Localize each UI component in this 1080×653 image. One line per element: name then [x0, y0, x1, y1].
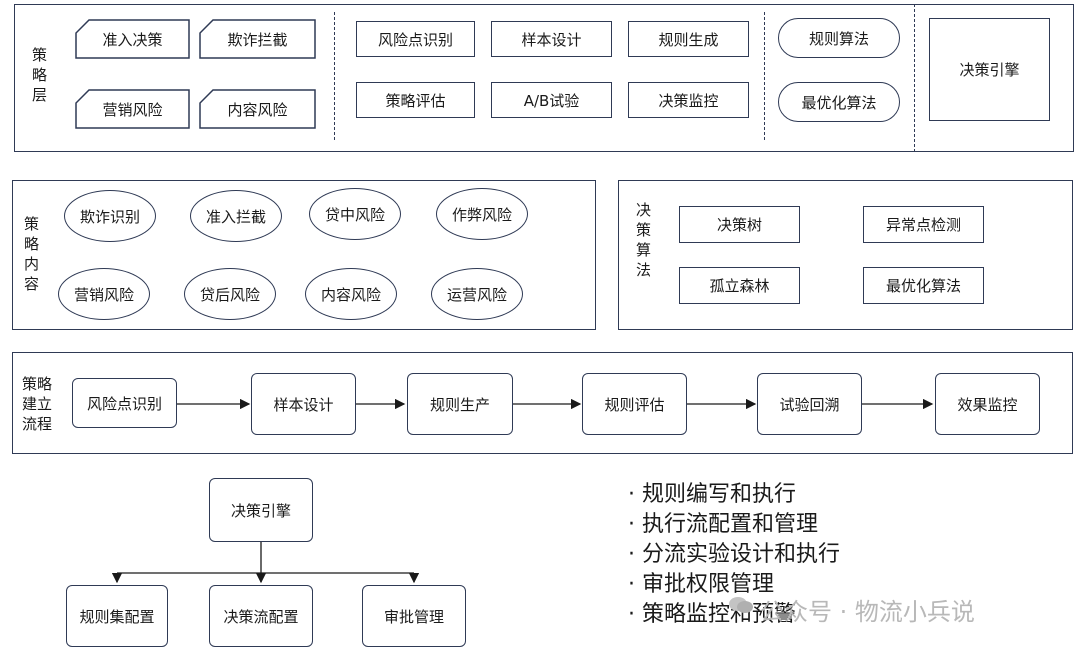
scene-label: 内容风险 — [227, 100, 288, 119]
feature-item: · 策略监控和预警 — [628, 602, 796, 627]
watermark: 公众号 · 物流小兵说 — [760, 598, 975, 626]
build-flow-panel — [12, 352, 1073, 454]
decision-engine-box: 决策引擎 — [929, 18, 1050, 121]
engine-root-box: 决策引擎 — [209, 478, 313, 542]
strategy-layer-label: 策略层 — [32, 46, 48, 104]
feature-item: · 执行流配置和管理 — [628, 512, 818, 537]
feature-item: · 分流实验设计和执行 — [628, 542, 840, 567]
scene-box-fraud: 欺诈拦截 — [199, 19, 316, 59]
content-item: 欺诈识别 — [64, 190, 156, 242]
engine-child-box: 规则集配置 — [66, 585, 168, 647]
feature-list: · 规则编写和执行 · 执行流配置和管理 · 分流实验设计和执行 · 审批权限管… — [628, 480, 840, 630]
algorithm-box: 决策树 — [679, 206, 800, 243]
scene-box-content: 内容风险 — [199, 89, 316, 129]
flow-step: 样本设计 — [251, 373, 356, 435]
content-item: 准入拦截 — [190, 190, 282, 242]
decision-algorithms-label: 决策算法 — [636, 201, 652, 279]
dashed-divider — [914, 4, 915, 152]
scene-label: 营销风险 — [102, 100, 163, 119]
flow-step: 规则评估 — [582, 373, 687, 435]
engine-child-box: 审批管理 — [362, 585, 466, 647]
wechat-icon — [729, 597, 753, 613]
dashed-divider — [334, 12, 335, 140]
process-box: 样本设计 — [491, 21, 612, 57]
build-flow-label: 策略建立流程 — [22, 375, 53, 433]
flow-step: 风险点识别 — [72, 378, 177, 428]
feature-item: · 审批权限管理 — [628, 572, 774, 597]
process-box: 风险点识别 — [356, 21, 475, 57]
process-box: 决策监控 — [628, 82, 749, 118]
flow-step: 效果监控 — [935, 373, 1040, 435]
algorithm-box: 孤立森林 — [679, 267, 800, 304]
content-item: 贷中风险 — [309, 188, 401, 240]
process-box: 规则生成 — [628, 21, 749, 57]
feature-item: · 规则编写和执行 — [628, 482, 796, 507]
scene-label: 欺诈拦截 — [227, 30, 288, 49]
content-item: 内容风险 — [305, 268, 397, 320]
algorithm-pill: 最优化算法 — [778, 82, 900, 122]
content-item: 运营风险 — [431, 268, 523, 320]
flow-step: 规则生产 — [407, 373, 513, 435]
content-item: 营销风险 — [58, 268, 150, 320]
scene-box-marketing: 营销风险 — [75, 89, 190, 129]
algorithm-box: 最优化算法 — [863, 267, 984, 304]
process-box: 策略评估 — [356, 82, 475, 118]
flow-step: 试验回溯 — [757, 373, 862, 435]
scene-label: 准入决策 — [102, 30, 163, 49]
algorithm-pill: 规则算法 — [778, 18, 900, 58]
content-item: 作弊风险 — [436, 188, 528, 240]
algorithm-box: 异常点检测 — [863, 206, 984, 243]
decision-algorithms-panel — [618, 180, 1073, 330]
scene-box-admission: 准入决策 — [75, 19, 190, 59]
process-box: A/B试验 — [491, 82, 612, 118]
engine-child-box: 决策流配置 — [209, 585, 313, 647]
dashed-divider — [764, 12, 765, 140]
content-item: 贷后风险 — [184, 268, 276, 320]
strategy-content-label: 策略内容 — [24, 215, 40, 293]
